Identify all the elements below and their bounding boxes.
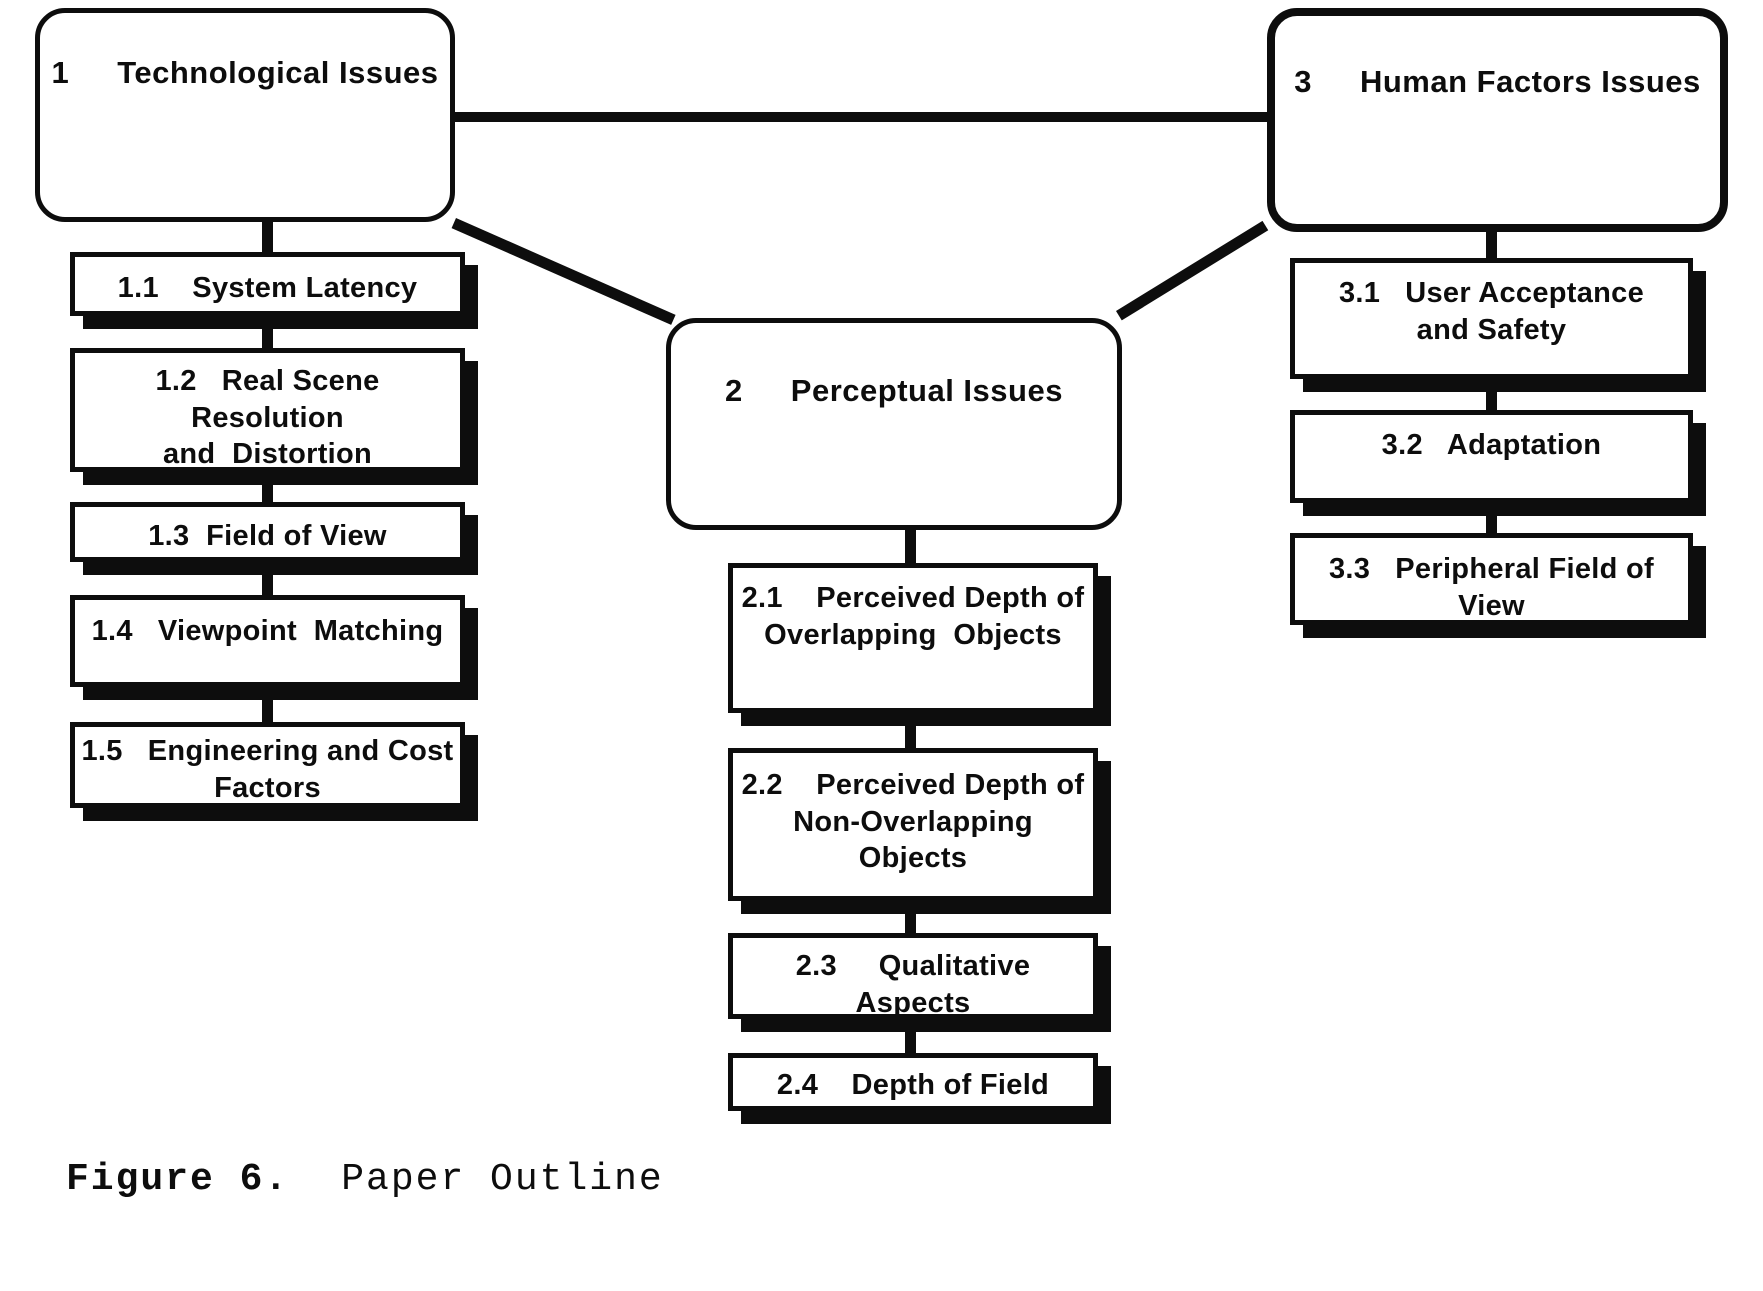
connector-sub21-sub22 <box>905 710 916 752</box>
sub-box-1-3-label: 1.3 Field of View <box>148 520 387 552</box>
sub-box-user-acceptance-safety: 3.1 User Acceptance and Safety <box>1290 258 1693 379</box>
main-box-2-number: 2 <box>725 373 743 408</box>
main-box-1-number: 1 <box>51 55 70 90</box>
sub-box-1-2-label: 1.2 Real Scene Resolution and Distortion <box>155 365 380 471</box>
sub-box-2-1-label: 2.1 Perceived Depth of Overlapping Objec… <box>741 582 1085 651</box>
sub-box-field-of-view: 1.3 Field of View <box>70 502 465 562</box>
connector-sub31-sub32 <box>1486 374 1497 414</box>
sub-box-viewpoint-matching: 1.4 Viewpoint Matching <box>70 595 465 687</box>
sub-box-perceived-depth-overlapping: 2.1 Perceived Depth of Overlapping Objec… <box>728 563 1098 713</box>
connector-sub22-sub23 <box>905 898 916 937</box>
sub-box-3-2-label: 3.2 Adaptation <box>1381 429 1602 461</box>
sub-box-real-scene-resolution: 1.2 Real Scene Resolution and Distortion <box>70 348 465 472</box>
connector-box3-sub31 <box>1486 228 1497 262</box>
main-box-perceptual-issues: 2 Perceptual Issues <box>666 318 1122 530</box>
connector-sub13-sub14 <box>262 558 273 599</box>
connector-box1-box2 <box>451 218 676 325</box>
sub-box-system-latency: 1.1 System Latency <box>70 252 465 316</box>
sub-box-2-3-label: 2.3 Qualitative Aspects <box>795 950 1047 1019</box>
main-box-1-title: Technological Issues <box>117 55 439 90</box>
connector-sub12-sub13 <box>262 468 273 506</box>
sub-box-2-4-label: 2.4 Depth of Field <box>776 1069 1050 1101</box>
connector-box3-box2 <box>1116 220 1269 321</box>
sub-box-3-1-label: 3.1 User Acceptance and Safety <box>1338 277 1645 346</box>
connector-box1-box3 <box>450 112 1272 122</box>
sub-box-perceived-depth-non-overlapping: 2.2 Perceived Depth of Non-Overlapping O… <box>728 748 1098 901</box>
main-box-human-factors-issues: 3 Human Factors Issues <box>1267 8 1728 232</box>
connector-box1-sub11 <box>262 218 273 254</box>
sub-box-2-2-label: 2.2 Perceived Depth of Non-Overlapping O… <box>741 769 1085 875</box>
connector-box2-sub21 <box>905 526 916 567</box>
main-box-3-title: Human Factors Issues <box>1359 64 1701 99</box>
main-box-2-title: Perceptual Issues <box>790 373 1063 408</box>
sub-box-qualitative-aspects: 2.3 Qualitative Aspects <box>728 933 1098 1019</box>
sub-box-engineering-cost-factors: 1.5 Engineering and Cost Factors <box>70 722 465 808</box>
connector-sub11-sub12 <box>262 310 273 352</box>
main-box-3-number: 3 <box>1294 64 1312 99</box>
connector-sub32-sub33 <box>1486 500 1497 537</box>
sub-box-peripheral-field-of-view: 3.3 Peripheral Field of View <box>1290 533 1693 625</box>
connector-sub14-sub15 <box>262 684 273 726</box>
figure-caption-text: Paper Outline <box>341 1158 664 1201</box>
figure-caption-label: Figure 6. <box>66 1158 290 1201</box>
sub-box-1-5-label: 1.5 Engineering and Cost Factors <box>81 735 454 804</box>
sub-box-1-4-label: 1.4 Viewpoint Matching <box>91 615 444 647</box>
sub-box-depth-of-field: 2.4 Depth of Field <box>728 1053 1098 1111</box>
main-box-technological-issues: 1 Technological Issues <box>35 8 455 222</box>
sub-box-3-3-label: 3.3 Peripheral Field of View <box>1329 553 1654 622</box>
sub-box-1-1-label: 1.1 System Latency <box>117 272 418 304</box>
sub-box-adaptation: 3.2 Adaptation <box>1290 410 1693 503</box>
connector-sub23-sub24 <box>905 1015 916 1057</box>
figure-caption: Figure 6. Paper Outline <box>66 1158 664 1201</box>
